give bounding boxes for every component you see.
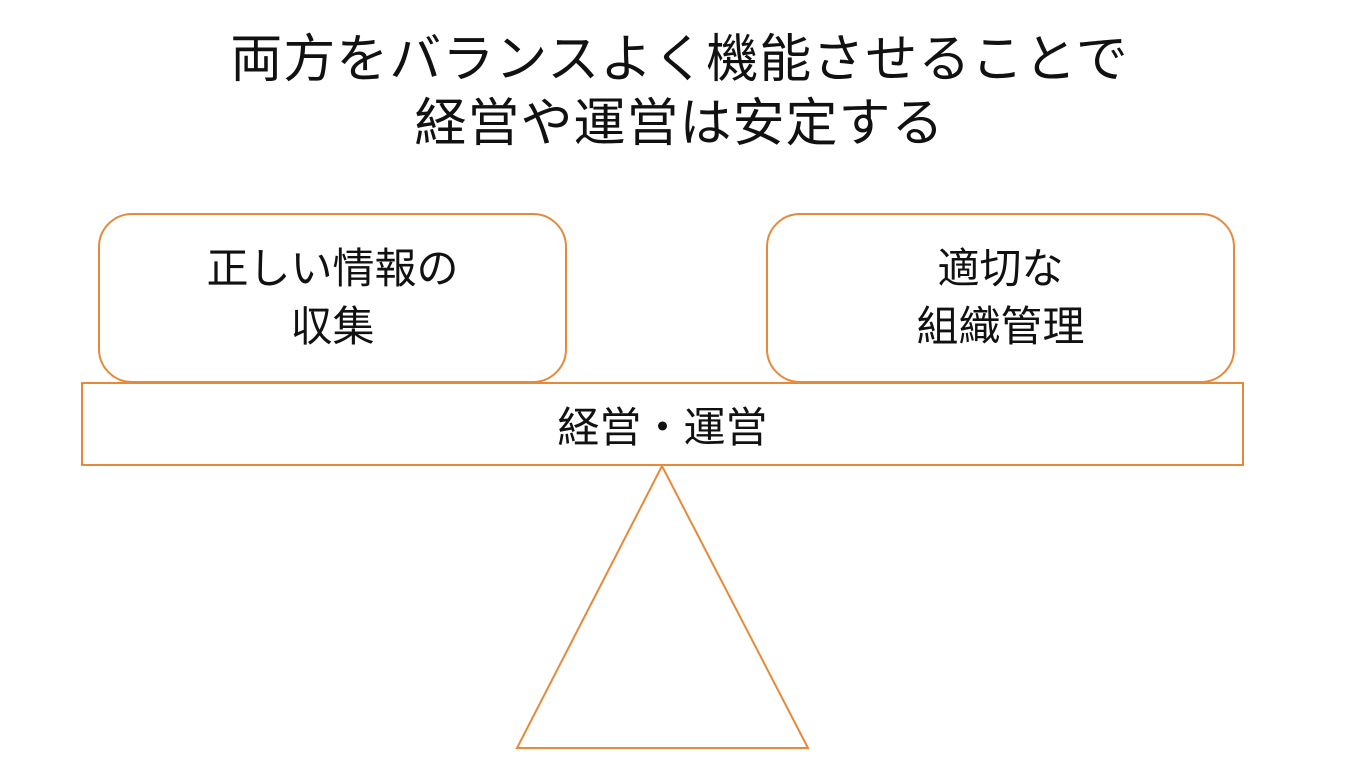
slide-title-line-2: 経営や運営は安定する [414, 94, 945, 154]
org-management-box: 適切な 組織管理 [766, 213, 1235, 383]
fulcrum-shape [515, 463, 810, 749]
slide-title: 両方をバランスよく機能させることで 経営や運営は安定する [0, 28, 1359, 156]
info-collection-label-line-2: 収集 [290, 302, 375, 351]
org-management-label-line-1: 適切な [937, 244, 1064, 293]
info-collection-box: 正しい情報の 収集 [98, 213, 567, 383]
balance-beam-label: 経営・運営 [557, 402, 768, 452]
info-collection-label-line-1: 正しい情報の [206, 244, 459, 293]
slide-title-line-1: 両方をバランスよく機能させることで [230, 30, 1129, 90]
org-management-label-line-2: 組織管理 [916, 302, 1085, 351]
